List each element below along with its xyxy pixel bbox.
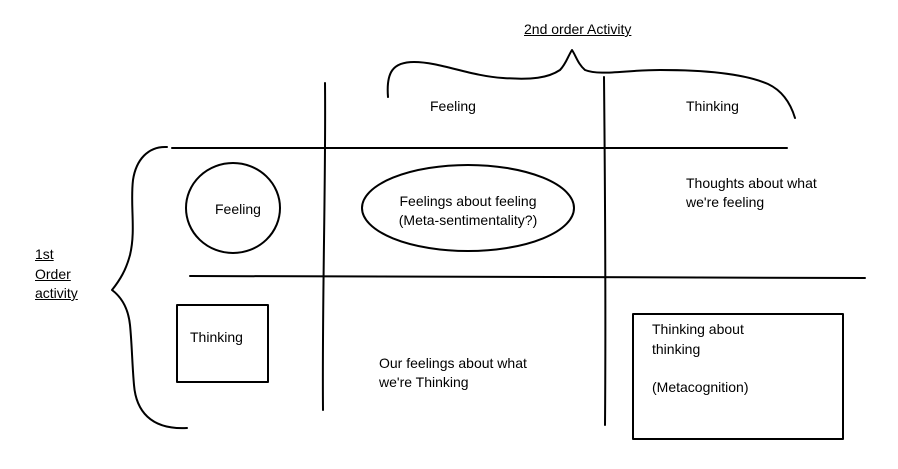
top-brace-label: 2nd order Activity bbox=[524, 21, 632, 37]
left-brace-label-line-3: activity bbox=[35, 285, 78, 301]
cell-feeling-feeling-line-2: (Meta-sentimentality?) bbox=[398, 212, 538, 228]
column-header-feeling: Feeling bbox=[430, 98, 476, 114]
cell-thinking-feeling-line-2: we're feeling bbox=[686, 194, 765, 210]
cell-thinking-thinking-box bbox=[632, 313, 844, 440]
top-brace bbox=[386, 49, 796, 119]
cell-feeling-thinking-line-2: we're Thinking bbox=[379, 374, 469, 390]
column-divider-right bbox=[603, 76, 607, 426]
row-header-thinking: Thinking bbox=[190, 329, 243, 345]
row-header-feeling: Feeling bbox=[215, 201, 261, 217]
cell-feeling-feeling-line-1: Feelings about feeling bbox=[399, 193, 537, 209]
left-brace-label-line-1: 1st bbox=[35, 246, 54, 262]
column-divider-left bbox=[321, 82, 327, 411]
cell-thinking-thinking-line-3: (Metacognition) bbox=[652, 379, 749, 395]
row-header-feeling-circle bbox=[185, 162, 281, 254]
cell-thinking-feeling-line-1: Thoughts about what bbox=[686, 175, 817, 191]
left-brace bbox=[111, 145, 188, 430]
cell-thinking-thinking-line-1: Thinking about bbox=[652, 321, 744, 337]
cell-feeling-feeling-ellipse bbox=[361, 164, 575, 252]
row-divider-bottom bbox=[189, 275, 866, 279]
cell-thinking-thinking-line-2: thinking bbox=[652, 341, 701, 357]
cell-feeling-thinking-line-1: Our feelings about what bbox=[379, 355, 527, 371]
row-header-thinking-box bbox=[176, 304, 269, 383]
column-header-thinking: Thinking bbox=[686, 98, 739, 114]
left-brace-label-line-2: Order bbox=[35, 266, 71, 282]
